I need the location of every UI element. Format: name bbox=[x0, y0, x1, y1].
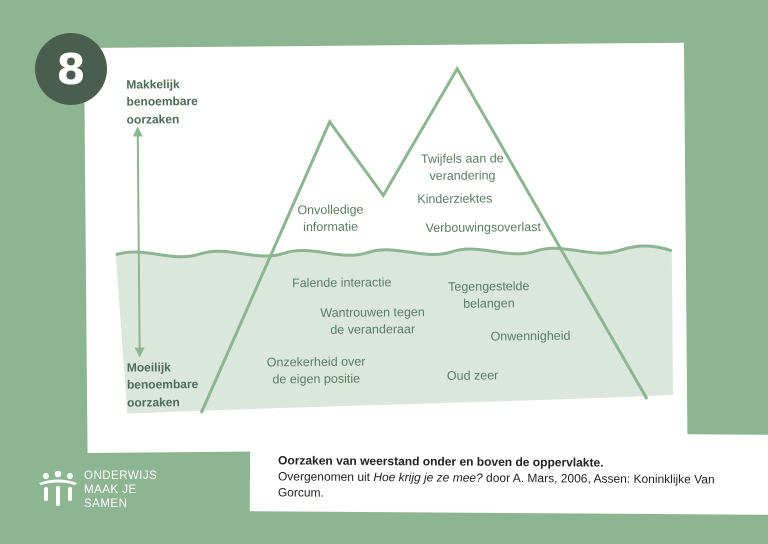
cause-label: Oud zeer bbox=[446, 368, 499, 383]
vertical-arrow bbox=[132, 126, 145, 358]
cause-label: Kinderziektes bbox=[417, 191, 493, 207]
book-title: Hoe krijg je ze mee? bbox=[373, 470, 483, 485]
chapter-number: 8 bbox=[56, 44, 86, 94]
onderwijs-logo-icon bbox=[39, 470, 77, 506]
cause-label: Twijfels aan de verandering bbox=[420, 151, 504, 183]
cause-label: Tegengestelde belangen bbox=[448, 279, 530, 311]
cause-label: Verbouwingsoverlast bbox=[425, 220, 542, 236]
iceberg-diagram bbox=[115, 65, 674, 414]
iceberg-outline bbox=[199, 65, 649, 414]
cause-label: Onvolledige informatie bbox=[297, 202, 364, 234]
chapter-badge: 8 bbox=[35, 33, 107, 105]
cause-label: Wantrouwen tegen de veranderaar bbox=[320, 305, 425, 337]
cause-label: Falende interactie bbox=[291, 275, 392, 291]
cause-label: Onwennigheid bbox=[490, 328, 571, 344]
logo-wordmark: ONDERWIJS MAAK JE SAMEN bbox=[84, 470, 158, 510]
caption-source: Overgenomen uit Hoe krijg je ze mee? doo… bbox=[277, 469, 715, 501]
caption-card: Oorzaken van weerstand onder en boven de… bbox=[249, 431, 768, 515]
cause-label: Onzekerheid over de eigen positie bbox=[266, 354, 366, 387]
water-surface-line bbox=[115, 244, 673, 259]
label-hard-causes: Moeilijk benoembare oorzaken bbox=[126, 360, 199, 410]
label-easy-causes: Makkelijk benoembare oorzaken bbox=[126, 77, 198, 127]
iceberg-diagram-card: Makkelijk benoembare oorzaken Moeilijk b… bbox=[84, 42, 688, 453]
